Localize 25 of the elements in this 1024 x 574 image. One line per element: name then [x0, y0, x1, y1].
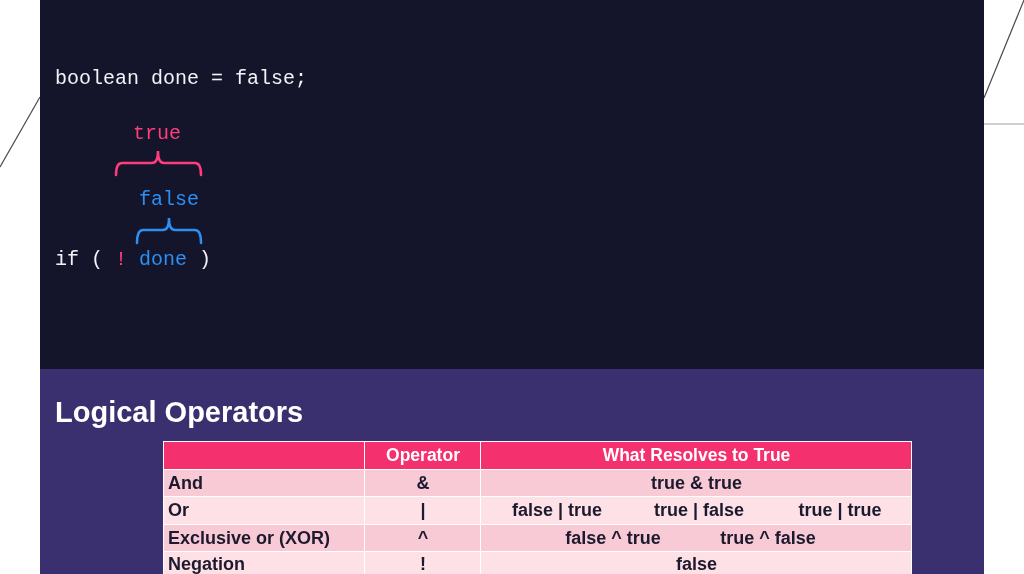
code-line: boolean done = false;	[55, 67, 308, 91]
operator-symbol: |	[420, 499, 426, 521]
code-annotation: false	[139, 188, 199, 212]
expression: false	[676, 553, 717, 574]
code-annotation: true	[133, 122, 181, 146]
code-keyword: if (	[55, 248, 103, 272]
expression: false ^ true	[565, 527, 661, 549]
code-punctuation: )	[199, 248, 211, 272]
expression: true | true	[798, 499, 882, 521]
variable-name: done	[139, 248, 187, 272]
operator-symbol: !	[420, 553, 426, 574]
section-heading: Logical Operators	[55, 395, 304, 429]
expression: true | false	[653, 499, 745, 521]
row-label: Exclusive or (XOR)	[168, 527, 331, 549]
expression: true ^ false	[720, 527, 816, 549]
operator-symbol: ^	[417, 527, 429, 549]
row-label: And	[168, 472, 203, 494]
row-label: Or	[168, 499, 189, 521]
operator-symbol: !	[115, 248, 127, 272]
column-header: Operator	[386, 444, 460, 466]
column-header: What Resolves to True	[602, 444, 791, 466]
operator-symbol: &	[416, 472, 430, 494]
expression: true & true	[651, 472, 742, 494]
row-label: Negation	[168, 553, 245, 574]
expression: false | true	[511, 499, 603, 521]
